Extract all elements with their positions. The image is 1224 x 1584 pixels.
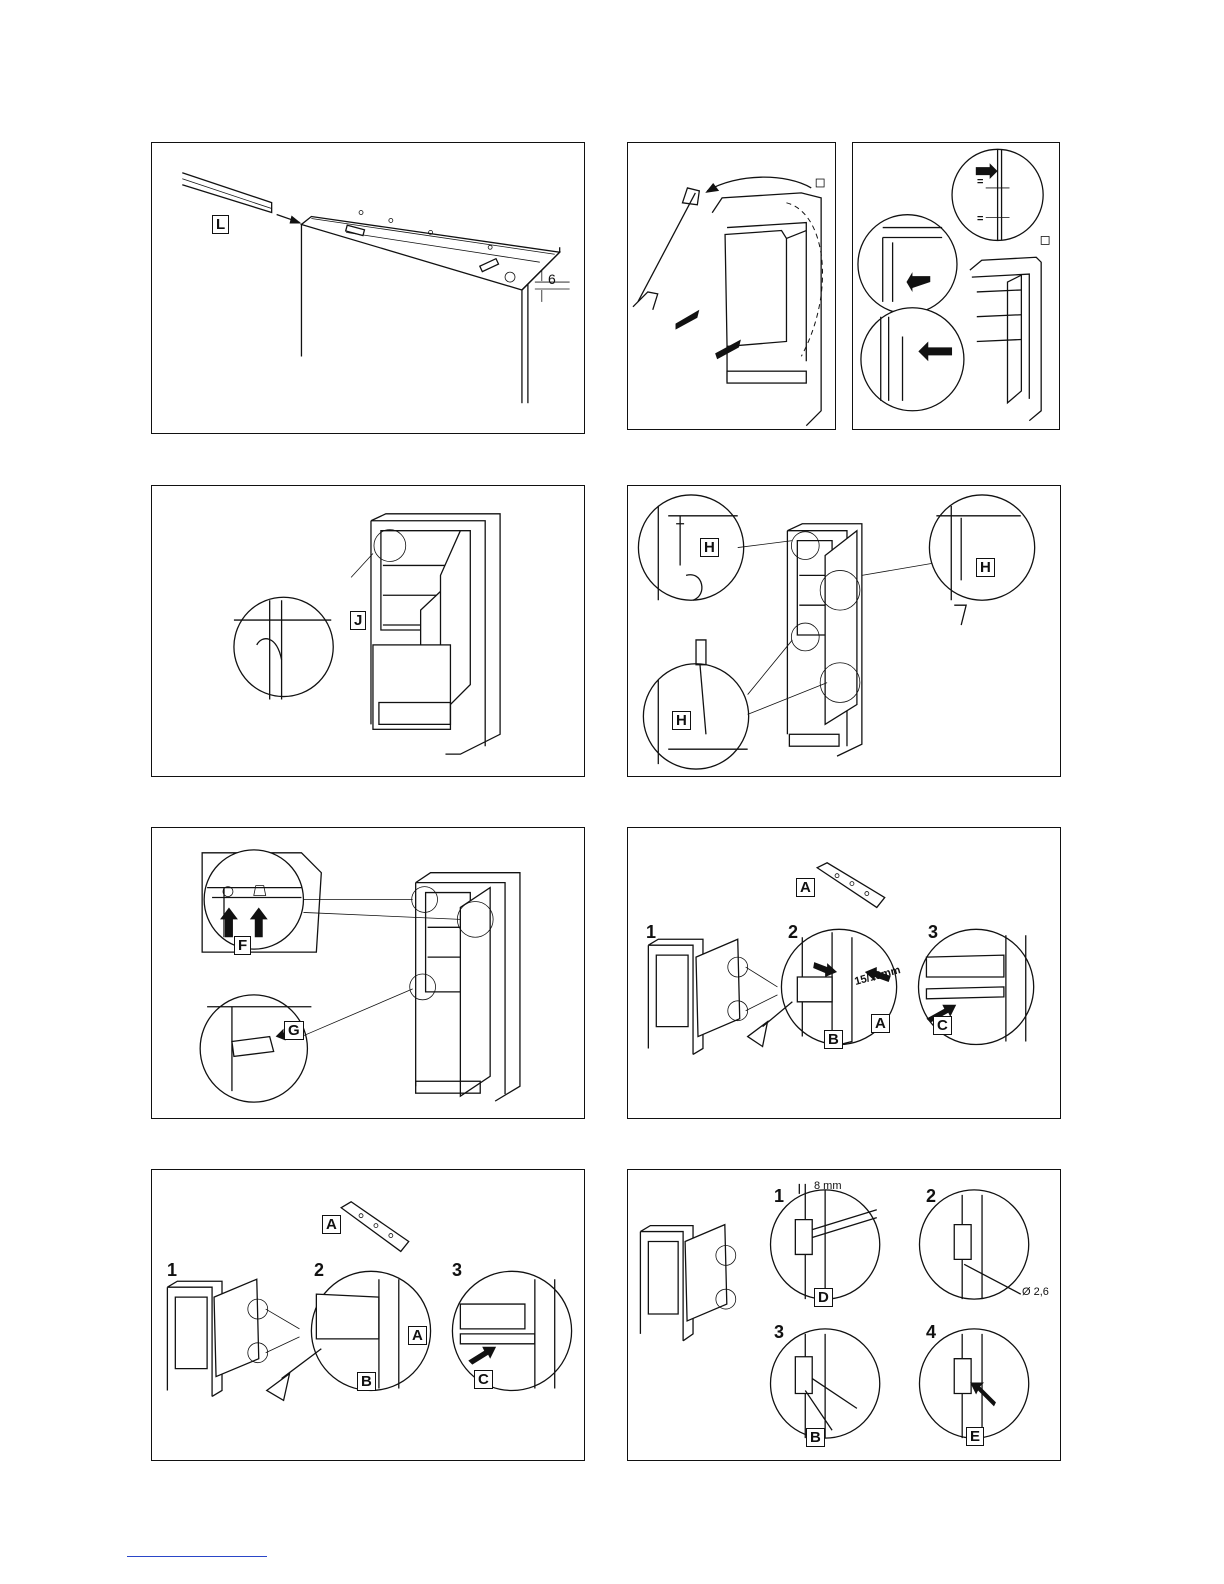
step-3: 3 [928,922,938,943]
label-F: F [234,936,251,955]
door-rail-illustration-1 [628,828,1060,1118]
bracket-offset-dimension: 8 mm [814,1180,842,1192]
step-2: 2 [314,1260,324,1281]
panel-caps: F G [151,827,585,1119]
label-D: D [814,1288,833,1307]
footer-rule [127,1556,267,1557]
label-H-top-right: H [976,558,995,577]
equal-mark-top: = [977,176,983,188]
label-A-top: A [796,878,815,897]
panel-insert-appliance [627,142,836,430]
step-3: 3 [452,1260,462,1281]
cable-clip-illustration [152,486,584,776]
drill-diameter: Ø 2,6 [1022,1286,1049,1298]
label-C: C [933,1016,952,1035]
step-2: 2 [788,922,798,943]
label-B: B [824,1030,843,1049]
step-1: 1 [646,922,656,943]
top-trim-illustration [152,143,584,433]
label-A-step2: A [408,1326,427,1345]
equal-mark-bottom: = [977,213,983,225]
panel-door-hinge-bracket: 1 2 3 4 8 mm Ø 2,6 D B E [627,1169,1061,1461]
label-H-top-left: H [700,538,719,557]
door-rail-illustration-2 [152,1170,584,1460]
label-B: B [357,1372,376,1391]
label-G: G [284,1021,304,1040]
gap-dimension: 6 [548,271,556,287]
step-3: 3 [774,1322,784,1343]
insert-appliance-illustration [628,143,835,429]
panel-top-trim: L 6 [151,142,585,434]
screws-illustration [628,486,1060,776]
panel-door-rail-1: A B A C 1 2 3 15/18mm [627,827,1061,1119]
panel-align-appliance: = = [852,142,1060,430]
label-J: J [350,611,366,630]
step-1: 1 [167,1260,177,1281]
panel-cable-clip: J [151,485,585,777]
label-E: E [966,1427,984,1446]
caps-illustration [152,828,584,1118]
panel-door-rail-2: A A B C 1 2 3 [151,1169,585,1461]
step-1: 1 [774,1186,784,1207]
label-A-step2: A [871,1014,890,1033]
label-A-top: A [322,1215,341,1234]
align-appliance-illustration [853,143,1059,429]
step-2: 2 [926,1186,936,1207]
panel-screws: H H H [627,485,1061,777]
step-4: 4 [926,1322,936,1343]
label-B: B [806,1428,825,1447]
label-L: L [212,215,229,234]
door-hinge-illustration [628,1170,1060,1460]
label-H-bottom: H [672,711,691,730]
label-C: C [474,1370,493,1389]
